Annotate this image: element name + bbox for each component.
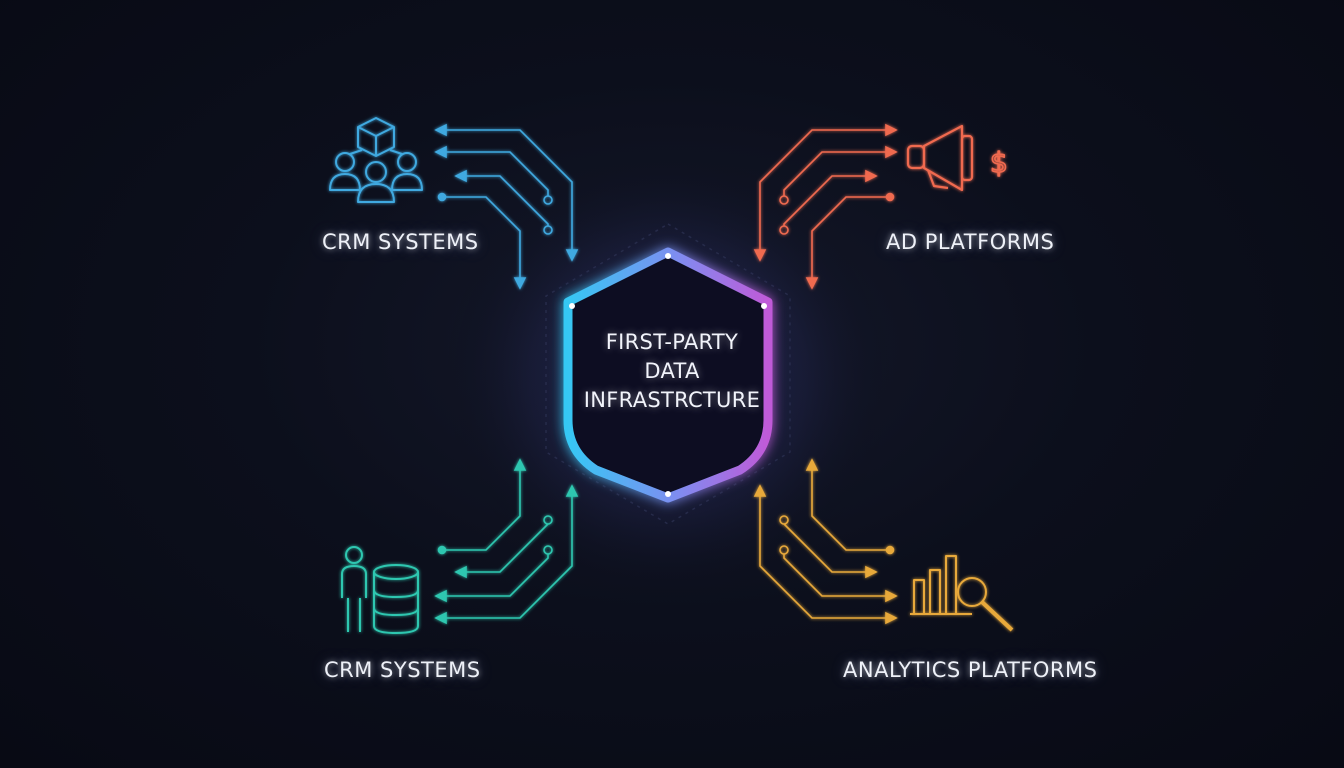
shield-title-line: FIRST-PARTY [605, 330, 739, 354]
shield-rivet [761, 303, 767, 309]
megaphone-dollar-icon: $ [906, 124, 1009, 192]
shield-icon [563, 247, 773, 503]
node-label-top-right: AD PLATFORMS [886, 230, 1055, 254]
people-cube-icon [329, 117, 423, 203]
shield-rivet [569, 303, 575, 309]
dollar-glyph: $ [990, 146, 1008, 179]
connector-bottom-right [753, 458, 898, 625]
node-label-bottom-left: CRM SYSTEMS [324, 658, 481, 682]
connector-top-right [753, 123, 898, 290]
shield-title-line: DATA [644, 359, 700, 383]
shield-rivet [665, 491, 671, 497]
connector-bottom-left [434, 458, 579, 625]
bar-chart-magnifier-icon [910, 555, 1014, 632]
node-label-top-left: CRM SYSTEMS [322, 230, 479, 254]
shield-outer-frame [545, 223, 791, 525]
shield-title-line: INFRASTRCTURE [583, 388, 761, 412]
connector-top-left [434, 123, 579, 290]
person-database-icon [341, 546, 419, 634]
node-label-bottom-right: ANALYTICS PLATFORMS [843, 658, 1098, 682]
shield-title: FIRST-PARTY DATA INFRASTRCTURE [572, 328, 772, 415]
shield-rivet [665, 253, 671, 259]
